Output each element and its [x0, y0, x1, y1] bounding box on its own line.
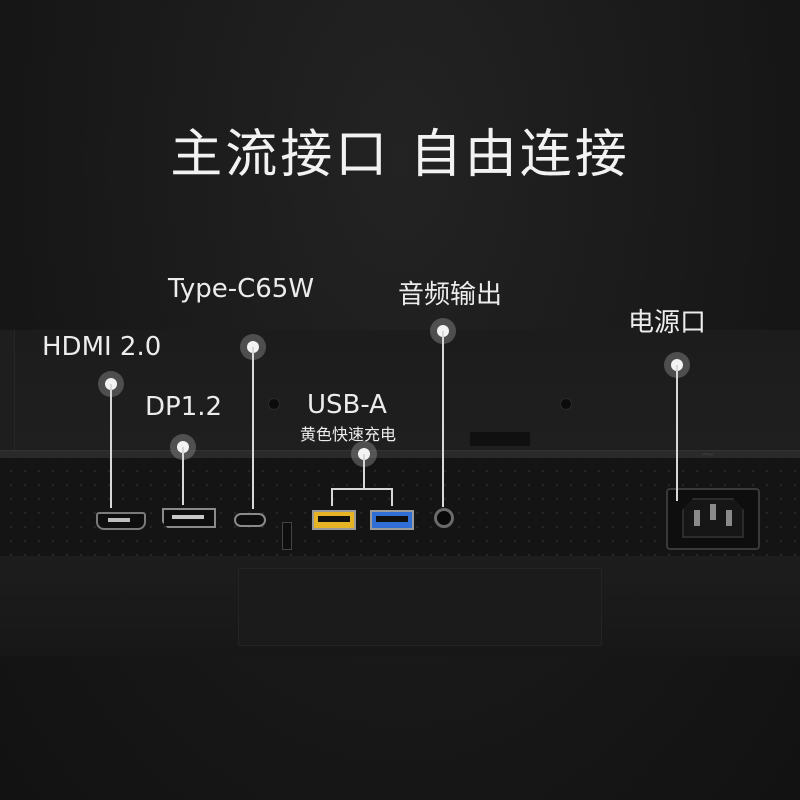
lock-slot-icon [282, 522, 292, 550]
callout-line [391, 488, 393, 506]
dp-label: DP1.2 [145, 392, 223, 422]
headline: 主流接口 自由连接 [170, 125, 630, 185]
usbc-label: Type-C65W [168, 274, 315, 304]
callout-line [252, 347, 254, 509]
displayport-icon [162, 508, 216, 528]
hdmi-port-icon [96, 512, 146, 530]
callout-line [182, 447, 184, 505]
panel-ledge [0, 450, 800, 459]
screw-hole [268, 398, 280, 410]
usba-note: 黄色快速充电 [300, 425, 397, 444]
usb-a-port-icon [370, 510, 414, 530]
power-pin [710, 504, 716, 520]
power-pin [694, 510, 700, 526]
power-label: 电源口 [628, 308, 707, 338]
callout-line [363, 454, 365, 488]
usba-label: USB-A [307, 390, 387, 420]
callout-line [331, 488, 333, 506]
hdmi-label: HDMI 2.0 [42, 332, 162, 362]
power-socket-icon [666, 488, 760, 550]
monitor-back-panel [0, 330, 800, 450]
usb-a-port-icon [312, 510, 356, 530]
audio-label: 音频输出 [398, 280, 503, 310]
power-pin [726, 510, 732, 526]
screw-hole [560, 398, 572, 410]
usb-c-port-icon [234, 513, 266, 527]
panel-recess [238, 568, 602, 646]
callout-bracket [331, 488, 393, 490]
callout-line [676, 365, 678, 501]
audio-jack-icon [434, 508, 454, 528]
callout-line [110, 384, 112, 508]
power-socket-inner [682, 498, 744, 538]
callout-line [442, 331, 444, 507]
panel-notch [470, 432, 530, 446]
